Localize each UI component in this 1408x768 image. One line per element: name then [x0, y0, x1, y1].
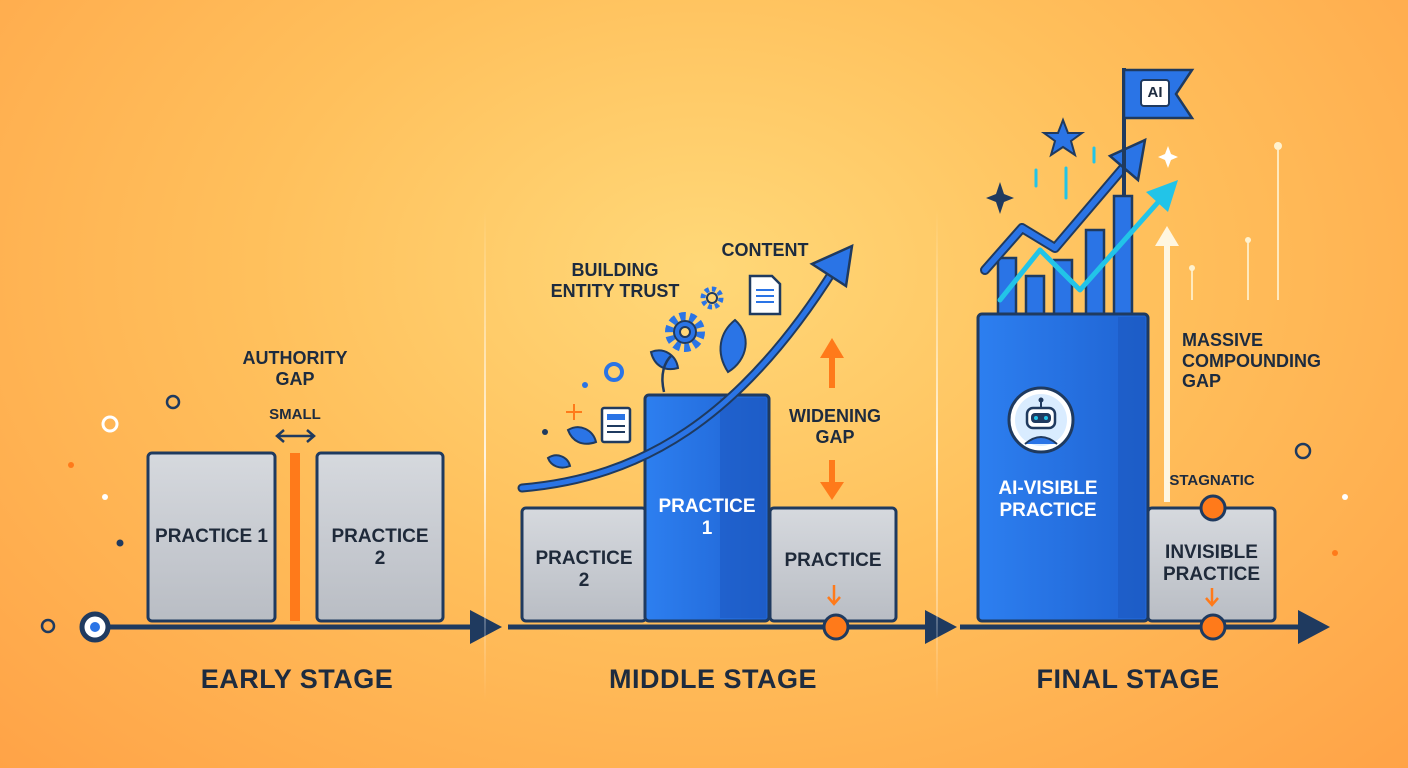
- flag-label: AI: [1147, 84, 1163, 101]
- flag-icon: [1122, 68, 1195, 196]
- timeline-early: [79, 610, 502, 644]
- cyan-trend-line: [997, 197, 1163, 303]
- timeline-middle: [508, 610, 957, 644]
- authority-gap-bar: [290, 453, 300, 621]
- growth-arrow-icon-final: [980, 155, 1135, 275]
- final-stage-title: FINAL STAGE: [1036, 664, 1220, 694]
- middle-marker-icon: [822, 613, 850, 641]
- middle-practice-3-label: PRACTICE: [784, 550, 882, 571]
- early-practice-2-block: [315, 451, 445, 623]
- widening-gap-label: WIDENING GAP: [789, 406, 881, 447]
- authority-gap-label: AUTHORITY GAP: [242, 348, 348, 389]
- divider-left: [484, 210, 486, 700]
- invisible-practice-label: INVISIBLE PRACTICE: [1162, 542, 1261, 585]
- dot-icon: [604, 362, 624, 382]
- divider-right: [936, 210, 938, 700]
- widening-gap-arrows: [820, 338, 844, 500]
- stagnatic-marker-icon: [1199, 494, 1227, 522]
- middle-practice-2-label: PRACTICE 2: [535, 548, 633, 591]
- building-entity-trust-label: BUILDING ENTITY TRUST: [550, 260, 680, 301]
- glow-lines: [1191, 150, 1279, 300]
- early-practice-2-label: PRACTICE 2: [331, 526, 429, 569]
- middle-practice-1-label: PRACTICE 1: [658, 496, 756, 539]
- leaf-icon: [546, 318, 747, 469]
- content-label: CONTENT: [721, 240, 809, 260]
- sparkle-icon-final: [986, 182, 1014, 214]
- early-stage-title: EARLY STAGE: [200, 664, 394, 694]
- stagnatic-label: STAGNATIC: [1169, 472, 1255, 489]
- middle-stage-title: MIDDLE STAGE: [609, 664, 817, 694]
- gear-icon: [665, 312, 705, 352]
- down-arrow-icon: [827, 585, 841, 606]
- ai-visible-practice-block: [976, 312, 1150, 623]
- massive-gap-label: MASSIVE COMPOUNDING GAP: [1182, 330, 1321, 392]
- document-icon: [748, 274, 782, 316]
- gear-icon-small: [700, 286, 724, 310]
- document-icon-small: [600, 406, 632, 444]
- early-practice-1-label: PRACTICE 1: [155, 526, 268, 547]
- down-arrow-icon-final: [1205, 588, 1219, 607]
- ai-visible-practice-label: AI-VISIBLE PRACTICE: [998, 478, 1098, 521]
- sparkle-icon: [566, 404, 582, 420]
- star-icon: [1040, 117, 1086, 158]
- final-marker-icon: [1199, 613, 1227, 641]
- timeline-final: [960, 610, 1330, 644]
- massive-gap-arrow: [1155, 226, 1179, 502]
- double-arrow-icon: [275, 429, 316, 443]
- robot-icon: [1007, 386, 1075, 454]
- decor-ring: [101, 415, 119, 433]
- small-gap-label: SMALL: [269, 406, 321, 423]
- early-practice-1-block: [146, 451, 277, 623]
